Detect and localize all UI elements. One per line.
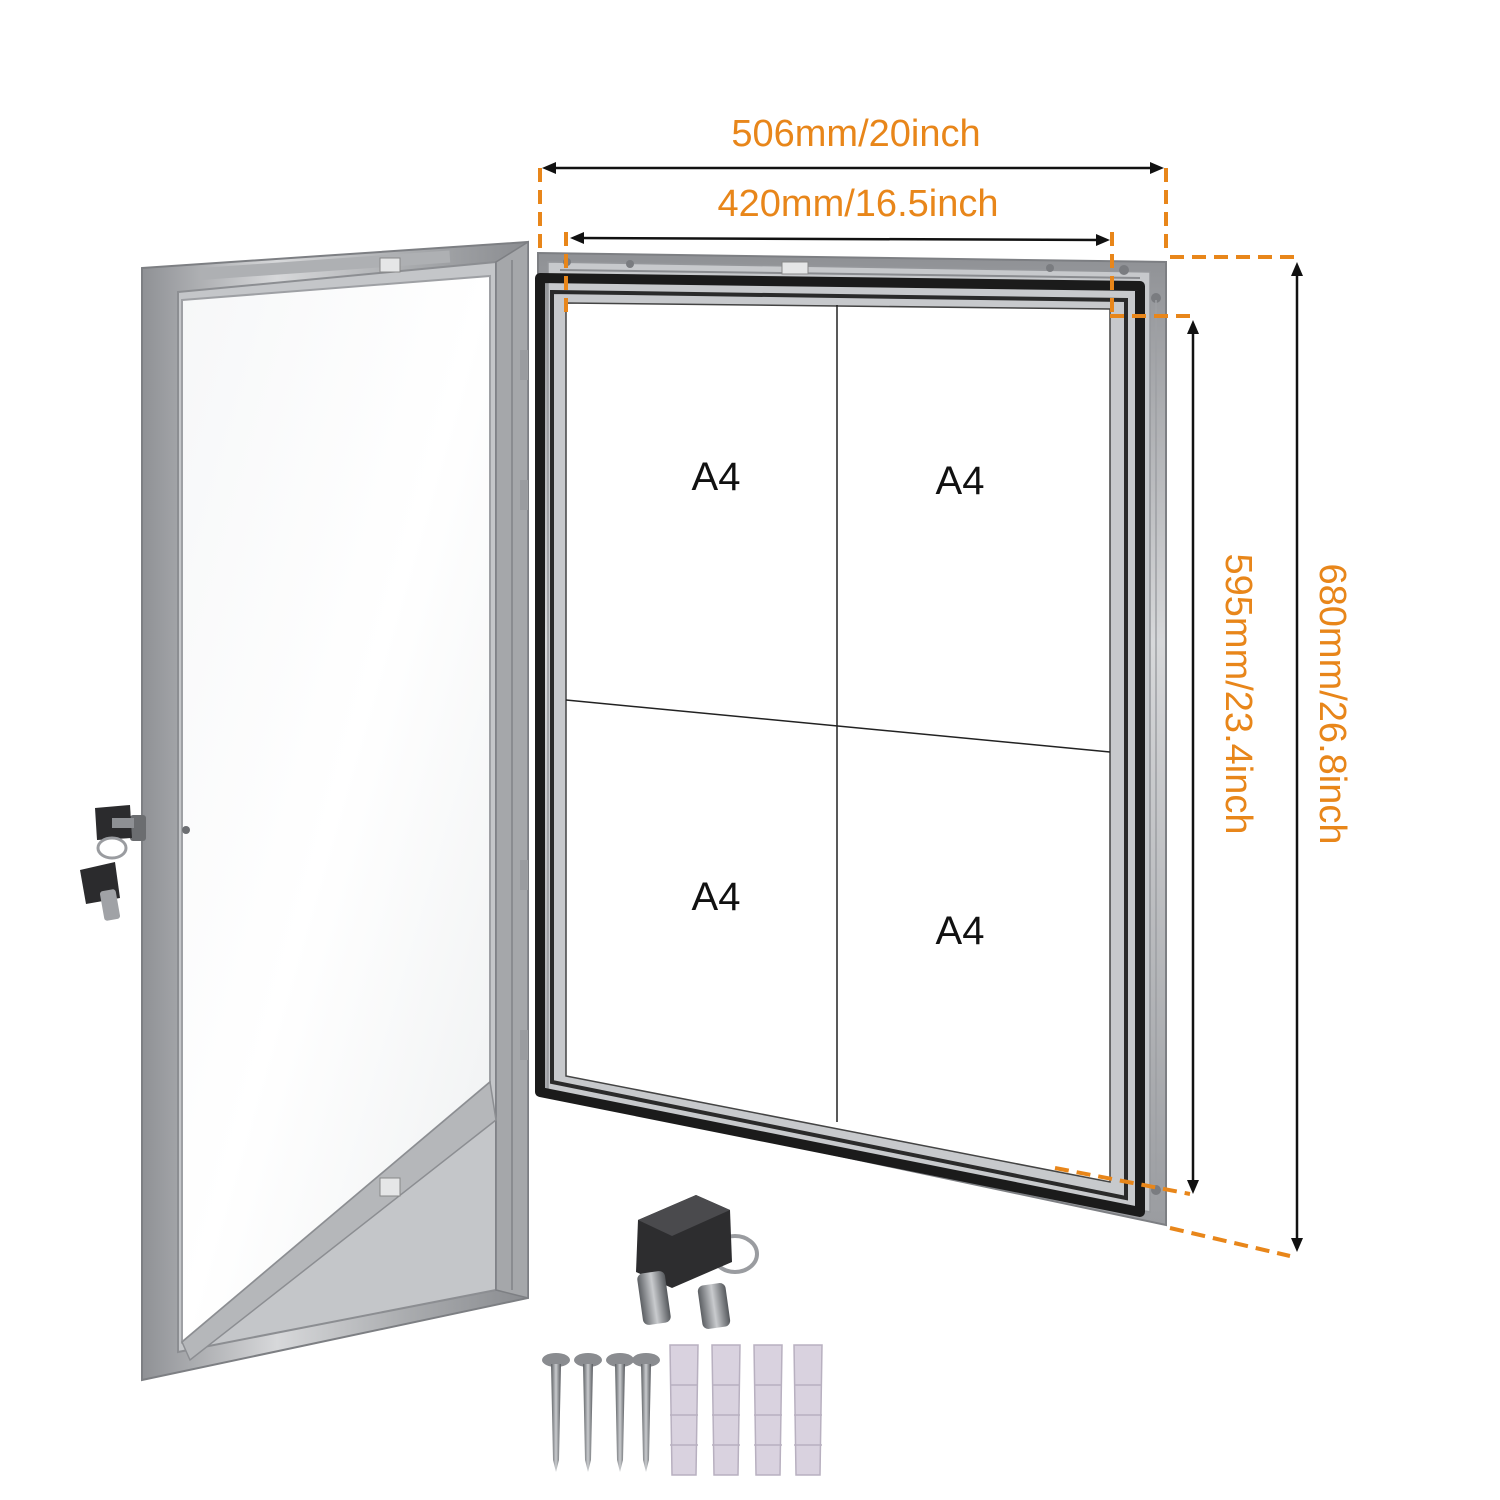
spare-keys: [636, 1195, 759, 1329]
door-bottom-rail: [181, 1080, 497, 1362]
dimension-outer-width: [538, 162, 1168, 256]
wall-anchors: [669, 1344, 823, 1476]
rubber-gasket: [535, 273, 1145, 1217]
wall-screws: [542, 1353, 660, 1472]
door-lock-keys: [80, 805, 146, 921]
door-top-rail: [200, 250, 451, 280]
panel-label-bottom-right: A4: [936, 909, 985, 953]
poster-area: [565, 302, 1111, 1183]
outer-width-label: 506mm/20inch: [731, 113, 980, 155]
panel-label-top-left: A4: [692, 455, 741, 499]
outer-height-label: 680mm/26.8inch: [1311, 564, 1353, 845]
inner-height-label: 595mm/23.4inch: [1217, 554, 1259, 835]
dimension-inner-height: [1054, 314, 1199, 1196]
panel-label-bottom-left: A4: [692, 875, 741, 919]
dimension-outer-height: [1169, 255, 1303, 1258]
door-hinge-strip: [511, 260, 528, 1290]
dimension-inner-width: [564, 232, 1114, 318]
inner-width-label: 420mm/16.5inch: [718, 183, 999, 225]
panel-label-top-right: A4: [936, 459, 985, 503]
door-frame: [141, 240, 529, 1382]
cabinet-top-rail: [559, 258, 1161, 303]
